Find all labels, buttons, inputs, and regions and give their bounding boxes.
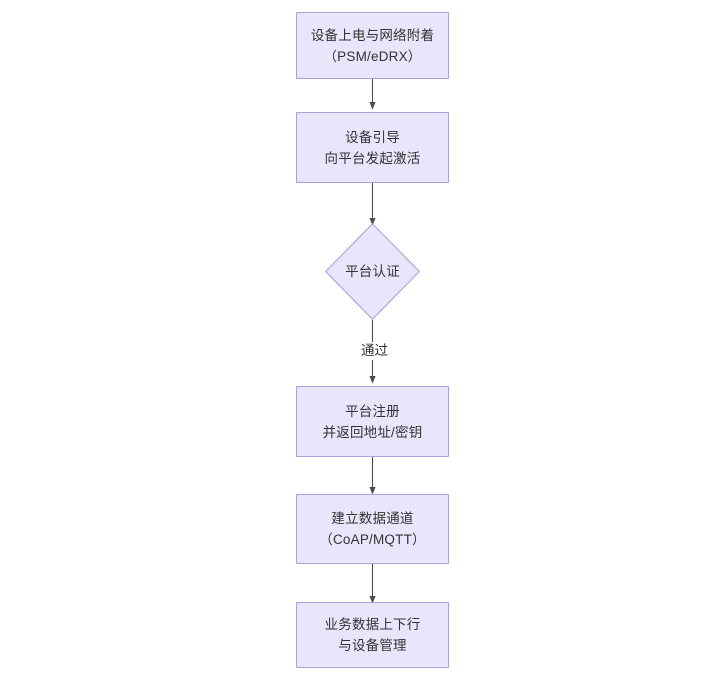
node-platform-register-line1: 平台注册 xyxy=(345,403,400,419)
diamond-shape xyxy=(325,223,420,320)
node-service-data[interactable]: 业务数据上下行与设备管理 xyxy=(296,602,449,668)
node-bootstrap-line2: 向平台发起激活 xyxy=(324,150,421,166)
node-power-on-label: 设备上电与网络附着 （PSM/eDRX） xyxy=(311,25,434,67)
edge-label-pass: 通过 xyxy=(354,342,395,360)
node-bootstrap[interactable]: 设备引导向平台发起激活 xyxy=(296,112,449,183)
node-platform-register[interactable]: 平台注册并返回地址/密钥 xyxy=(296,386,449,457)
node-power-on-line1: 设备上电与网络附着 xyxy=(310,27,435,43)
node-platform-auth-label: 平台认证 xyxy=(345,264,400,279)
node-data-channel-label: 建立数据通道 （CoAP/MQTT） xyxy=(319,508,425,550)
node-service-data-label: 业务数据上下行与设备管理 xyxy=(325,614,421,656)
node-platform-register-label: 平台注册并返回地址/密钥 xyxy=(323,401,423,443)
node-service-data-line1: 业务数据上下行 xyxy=(324,617,421,632)
node-power-on[interactable]: 设备上电与网络附着 （PSM/eDRX） xyxy=(296,12,449,79)
node-data-channel-line1: 建立数据通道 xyxy=(331,511,414,526)
node-service-data-line2: 与设备管理 xyxy=(338,638,407,653)
node-bootstrap-label: 设备引导向平台发起激活 xyxy=(325,127,421,169)
node-platform-auth[interactable]: 平台认证 xyxy=(325,223,420,320)
node-platform-register-line2: 并返回地址/密钥 xyxy=(322,424,423,440)
node-bootstrap-line1: 设备引导 xyxy=(345,129,400,145)
node-data-channel[interactable]: 建立数据通道 （CoAP/MQTT） xyxy=(296,494,449,564)
node-data-channel-line2: （CoAP/MQTT） xyxy=(319,532,426,547)
node-power-on-line2: （PSM/eDRX） xyxy=(323,48,422,64)
